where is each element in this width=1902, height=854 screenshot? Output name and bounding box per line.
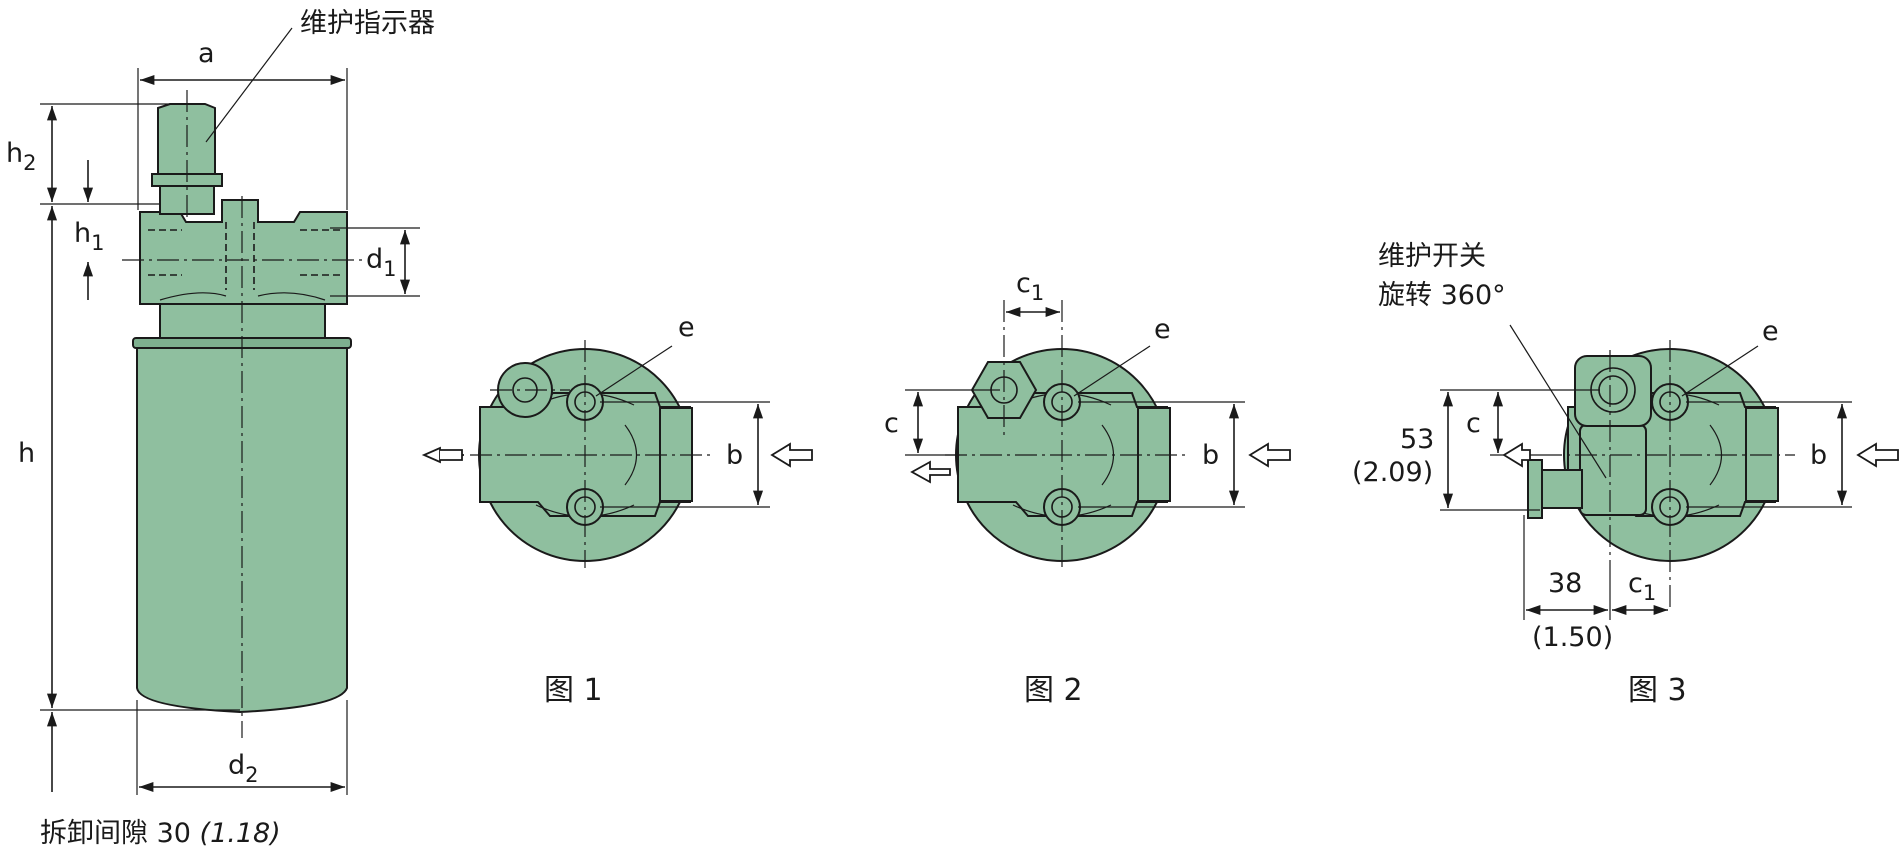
fig3-label-switch-line2: 旋转 360° [1378, 280, 1506, 311]
fig3-inlet-arrow [1856, 442, 1899, 468]
figure-2: c1 e c b 图 2 [884, 268, 1291, 708]
fig2-outlet-arrow [910, 460, 951, 484]
caption-fig2: 图 2 [1024, 673, 1083, 708]
fig3-switch-cap [1574, 355, 1652, 427]
label-h: h [18, 438, 35, 469]
fig3-outlet-arrow [1502, 442, 1531, 468]
label-h2: h2 [6, 138, 37, 175]
filter-head [139, 199, 348, 305]
figure-1: e b 图 1 [421, 312, 813, 708]
fig2-label-b: b [1202, 440, 1219, 471]
fig3-label-switch-line1: 维护开关 [1378, 241, 1486, 272]
fig1-label-b: b [726, 440, 743, 471]
fig3-connector [1539, 469, 1583, 509]
fig3-label-c: c [1466, 408, 1481, 439]
fig1-inlet-arrow [770, 442, 813, 468]
fig2-label-c: c [884, 408, 899, 439]
label-a: a [198, 38, 215, 69]
fig3-label-c1: c1 [1628, 568, 1656, 605]
caption-fig1: 图 1 [544, 673, 603, 708]
fig2-label-e: e [1154, 314, 1171, 345]
fig3-switch-body [1579, 424, 1647, 516]
side-view: 维护指示器 a h2 h1 d1 h d2 拆卸间隙 30 (1.18) [6, 8, 435, 849]
label-d1: d1 [366, 244, 397, 281]
figure-3: 维护开关 旋转 360° e 53 (2.09) c b 38 (1.50) c… [1352, 241, 1899, 708]
fig2-inlet-arrow [1248, 442, 1291, 468]
fig1-label-e: e [678, 312, 695, 343]
label-clearance: 拆卸间隙 30 (1.18) [40, 818, 281, 849]
fig3-label-53: 53 [1400, 424, 1434, 455]
fig3-label-2-09: (2.09) [1352, 457, 1433, 488]
caption-fig3: 图 3 [1628, 673, 1687, 708]
label-indicator: 维护指示器 [300, 8, 435, 39]
fig2-label-c1: c1 [1016, 268, 1044, 305]
fig3-label-b: b [1810, 440, 1827, 471]
fig3-label-1-50: (1.50) [1532, 622, 1613, 653]
fig3-label-e: e [1762, 316, 1779, 347]
fig3-label-38: 38 [1548, 568, 1582, 599]
label-h1: h1 [74, 218, 105, 255]
label-d2: d2 [228, 750, 259, 787]
